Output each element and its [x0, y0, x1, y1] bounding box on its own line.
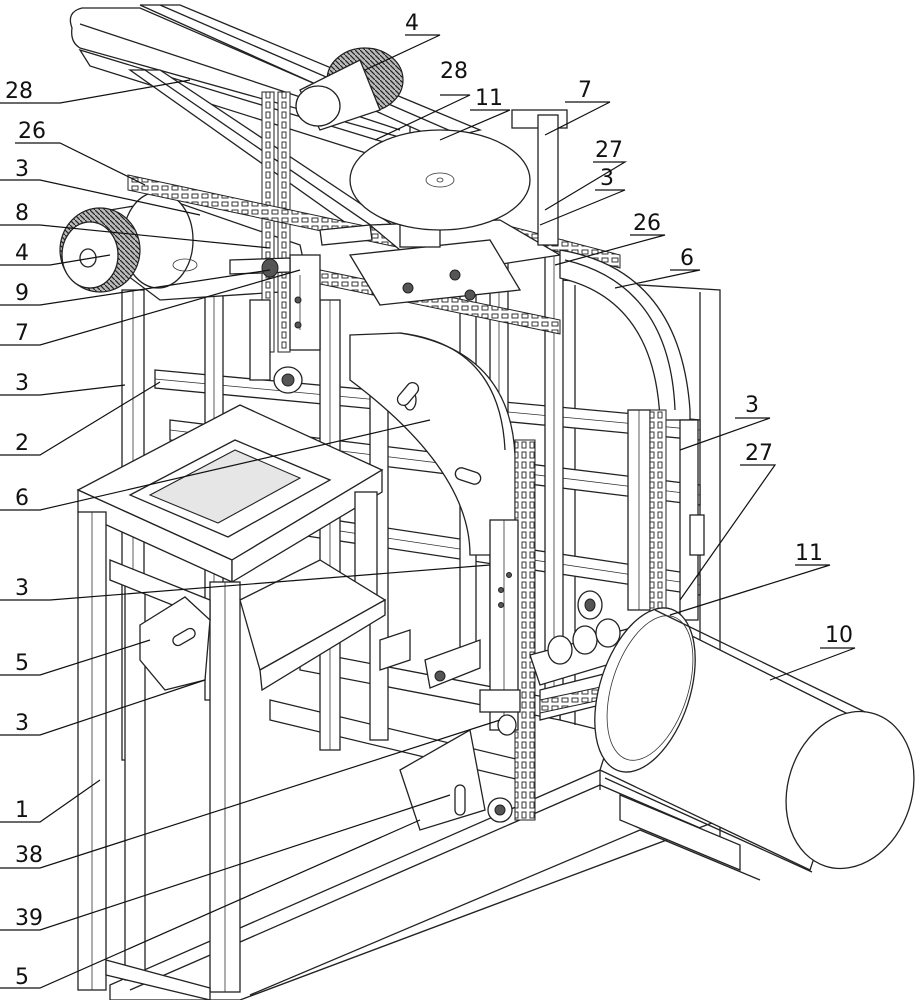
label-11-top: 11	[475, 86, 503, 111]
label-4-left: 4	[15, 241, 29, 266]
label-7-left: 7	[15, 321, 29, 346]
label-28-left: 28	[5, 79, 33, 104]
label-3-left-b: 3	[15, 371, 29, 396]
label-3-left-c: 3	[15, 576, 29, 601]
label-6-left: 6	[15, 486, 29, 511]
label-26-right: 26	[633, 211, 661, 236]
label-2: 2	[15, 431, 29, 456]
label-11-right: 11	[795, 541, 823, 566]
label-3-left-a: 3	[15, 157, 29, 182]
label-6-right: 6	[680, 246, 694, 271]
label-5-left: 5	[15, 651, 29, 676]
label-39: 39	[15, 906, 43, 931]
label-27-right-top: 27	[595, 138, 623, 163]
label-1: 1	[15, 798, 29, 823]
label-4-top: 4	[405, 11, 419, 36]
label-5-bottom: 5	[15, 965, 29, 990]
label-26-left: 26	[18, 119, 46, 144]
label-27-right: 27	[745, 441, 773, 466]
label-10: 10	[825, 623, 853, 648]
label-8: 8	[15, 201, 29, 226]
label-3-left-d: 3	[15, 711, 29, 736]
label-3-right-a: 3	[600, 166, 614, 191]
label-9: 9	[15, 281, 29, 306]
top-disc-assembly	[350, 110, 567, 305]
label-7-top: 7	[578, 78, 592, 103]
label-28-top: 28	[440, 59, 468, 84]
label-38: 38	[15, 843, 43, 868]
label-3-right-b: 3	[745, 393, 759, 418]
